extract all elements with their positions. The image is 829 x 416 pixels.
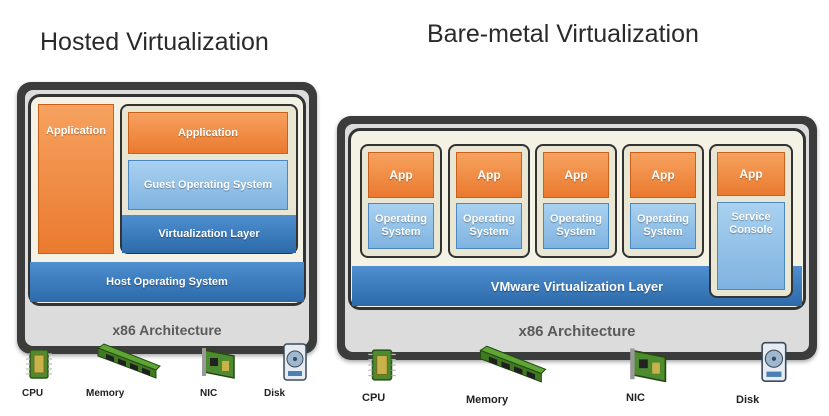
nic-card-icon <box>202 348 235 379</box>
disk-drive-icon <box>283 343 307 381</box>
hosted-application-left: Application <box>38 104 114 254</box>
cpu-chip-icon <box>368 349 396 381</box>
vm-app-2-label: App <box>477 168 501 182</box>
memory-module-icon <box>479 345 547 383</box>
hosted-memory-label: Memory <box>86 388 125 399</box>
vm-app-3: App <box>543 152 609 198</box>
hosted-title: Hosted Virtualization <box>40 28 269 56</box>
baremetal-virtualization-layer-label: VMware Virtualization Layer <box>490 278 664 294</box>
baremetal-disk-label: Disk <box>736 394 760 406</box>
vm-os-4: Operating System <box>630 203 696 249</box>
vm-app-1-label: App <box>389 168 413 182</box>
vm-app-1: App <box>368 152 434 198</box>
vm-app-4: App <box>630 152 696 198</box>
vm-os-2-label: Operating System <box>463 213 515 238</box>
baremetal-memory-label: Memory <box>466 394 509 406</box>
hosted-architecture-label: x86 Architecture <box>112 322 222 338</box>
baremetal-title: Bare-metal Virtualization <box>427 20 699 48</box>
vm-app-3-label: App <box>564 168 588 182</box>
baremetal-cpu-label: CPU <box>362 392 386 404</box>
service-console-app-label: App <box>739 167 763 181</box>
baremetal-nic-label: NIC <box>626 392 645 404</box>
baremetal-architecture-label: x86 Architecture <box>518 323 636 340</box>
hosted-application-right: Application <box>128 112 288 154</box>
hosted-disk-label: Disk <box>264 388 286 399</box>
hosted-guest-os-label: Guest Operating System <box>143 178 273 191</box>
hosted-host-os-label: Host Operating System <box>106 276 228 288</box>
vm-os-3-label: Operating System <box>550 213 602 238</box>
service-console: Service Console <box>717 202 785 290</box>
vm-os-4-label: Operating System <box>637 213 689 238</box>
hosted-cpu-label: CPU <box>22 388 44 399</box>
vm-os-1-label: Operating System <box>375 213 427 238</box>
memory-module-icon <box>96 343 161 379</box>
hosted-application-left-label: Application <box>46 125 106 137</box>
vm-app-2: App <box>456 152 522 198</box>
hosted-host-os: Host Operating System <box>30 262 304 302</box>
vm-app-4-label: App <box>651 168 675 182</box>
hosted-virtualization-layer: Virtualization Layer <box>122 215 296 253</box>
disk-drive-icon <box>761 341 787 383</box>
vm-os-2: Operating System <box>456 203 522 249</box>
hosted-application-right-label: Application <box>178 127 238 139</box>
cpu-chip-icon <box>26 349 52 379</box>
nic-card-icon <box>630 348 667 383</box>
vm-os-1: Operating System <box>368 203 434 249</box>
service-console-label: Service Console <box>729 211 773 236</box>
vm-os-3: Operating System <box>543 203 609 249</box>
hosted-nic-label: NIC <box>200 388 218 399</box>
hosted-virtualization-layer-label: Virtualization Layer <box>158 228 260 240</box>
hosted-guest-os: Guest Operating System <box>128 160 288 210</box>
service-console-app: App <box>717 152 785 196</box>
